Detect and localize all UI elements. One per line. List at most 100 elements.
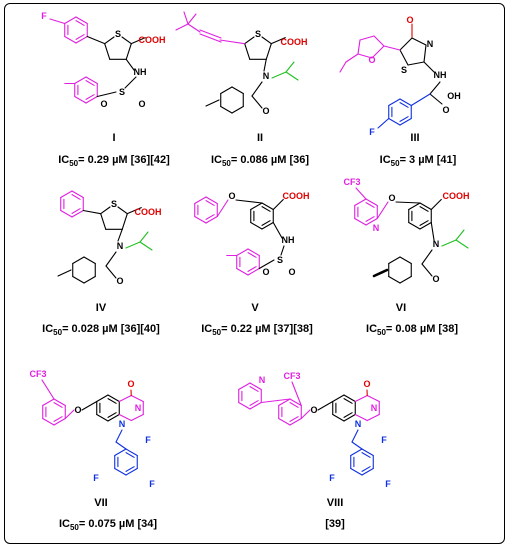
bond bbox=[107, 412, 117, 418]
bond bbox=[130, 37, 146, 45]
bond bbox=[75, 34, 85, 40]
bond bbox=[71, 190, 84, 199]
bond bbox=[399, 102, 409, 108]
nitrogen-atom: N bbox=[427, 39, 434, 49]
ic50-caption-II: IC50= 0.086 µM [36] bbox=[210, 154, 310, 169]
bond bbox=[115, 441, 127, 450]
bond bbox=[357, 53, 373, 59]
bond bbox=[343, 394, 356, 403]
bond bbox=[220, 105, 233, 114]
bond bbox=[85, 94, 95, 100]
bond bbox=[53, 398, 66, 407]
oxygen-atom: O bbox=[406, 15, 413, 25]
carbonyl-oxygen: O bbox=[127, 379, 134, 389]
bond bbox=[376, 201, 389, 220]
bond bbox=[83, 275, 96, 284]
nitrogen-atom: N bbox=[355, 419, 362, 429]
bond bbox=[332, 394, 345, 403]
ether-oxygen: O bbox=[228, 191, 235, 201]
bond bbox=[249, 400, 259, 406]
bond bbox=[42, 417, 55, 426]
compound-label-VI: VI bbox=[395, 302, 407, 314]
bond bbox=[317, 400, 334, 411]
bond bbox=[270, 37, 286, 45]
bond bbox=[60, 209, 73, 218]
bond bbox=[455, 229, 465, 241]
sulfur-atom: S bbox=[255, 29, 261, 39]
bond bbox=[71, 209, 84, 218]
sulfonyl-sulfur: S bbox=[277, 255, 283, 265]
trifluoromethyl-group: CF3 bbox=[283, 371, 300, 381]
bond bbox=[261, 221, 274, 230]
bond bbox=[271, 71, 287, 79]
nitrogen-atom: N bbox=[119, 419, 126, 429]
bond bbox=[289, 398, 302, 407]
bond bbox=[411, 37, 427, 46]
nitrogen-atom: N bbox=[135, 403, 142, 413]
bond bbox=[423, 61, 435, 73]
bond bbox=[261, 36, 272, 45]
bond bbox=[219, 39, 246, 45]
bond bbox=[419, 206, 429, 212]
compound-label-III: III bbox=[410, 132, 420, 144]
bond bbox=[272, 221, 283, 239]
bond bbox=[104, 43, 111, 60]
bond bbox=[351, 441, 363, 450]
bond bbox=[130, 394, 144, 403]
oxygen-atom: O bbox=[442, 105, 449, 115]
bond bbox=[216, 199, 229, 218]
bond bbox=[249, 401, 262, 410]
ether-oxygen: O bbox=[74, 405, 81, 415]
sulfur-atom: S bbox=[401, 65, 407, 75]
bond bbox=[261, 220, 271, 226]
fluorine-atom: F bbox=[145, 435, 151, 445]
bond bbox=[199, 33, 222, 43]
fluorine-atom: F bbox=[381, 435, 387, 445]
bond bbox=[96, 91, 117, 98]
bond bbox=[429, 81, 441, 95]
ic50-caption-IV: IC50= 0.028 µM [36][40] bbox=[42, 323, 160, 338]
carboxyl-group: COOH bbox=[139, 35, 166, 45]
pyridine-nitrogen: N bbox=[373, 223, 380, 233]
bond bbox=[350, 448, 363, 457]
bond bbox=[343, 413, 356, 422]
bond bbox=[247, 248, 260, 257]
bond bbox=[407, 61, 425, 66]
bond bbox=[118, 394, 132, 403]
bond bbox=[354, 413, 368, 422]
bond bbox=[399, 98, 412, 107]
bond bbox=[117, 228, 123, 242]
ic50-caption-VI: IC50= 0.08 µM [38] bbox=[366, 323, 458, 338]
bond bbox=[272, 198, 284, 211]
bond bbox=[399, 256, 412, 265]
bond bbox=[251, 95, 263, 109]
fluorine-atom: F bbox=[369, 127, 375, 137]
nitrogen-atom: N bbox=[433, 239, 440, 249]
bond bbox=[258, 259, 275, 270]
bond bbox=[441, 239, 457, 247]
compound-label-II: II bbox=[256, 132, 264, 144]
bond bbox=[366, 394, 380, 403]
ic50-caption-VII: IC50= 0.075 µM [34] bbox=[58, 518, 158, 533]
bond bbox=[121, 36, 132, 45]
bond bbox=[247, 267, 260, 276]
compound-label-VIII: VIII bbox=[326, 497, 344, 509]
bond bbox=[419, 202, 432, 211]
trifluoromethyl-group: CF3 bbox=[29, 369, 46, 379]
bond bbox=[231, 86, 244, 95]
bond bbox=[399, 49, 409, 66]
bond bbox=[250, 202, 263, 211]
bond bbox=[187, 13, 197, 25]
bond bbox=[361, 466, 371, 472]
bond bbox=[238, 382, 251, 391]
bond bbox=[285, 71, 299, 81]
bond bbox=[42, 398, 55, 407]
bond bbox=[53, 416, 63, 422]
bond bbox=[354, 217, 367, 226]
ic50-caption-I: IC50= 0.29 µM [36][42] bbox=[58, 154, 170, 169]
bond bbox=[175, 23, 189, 31]
bond bbox=[247, 252, 257, 258]
bond bbox=[96, 394, 109, 403]
bond bbox=[355, 187, 367, 200]
